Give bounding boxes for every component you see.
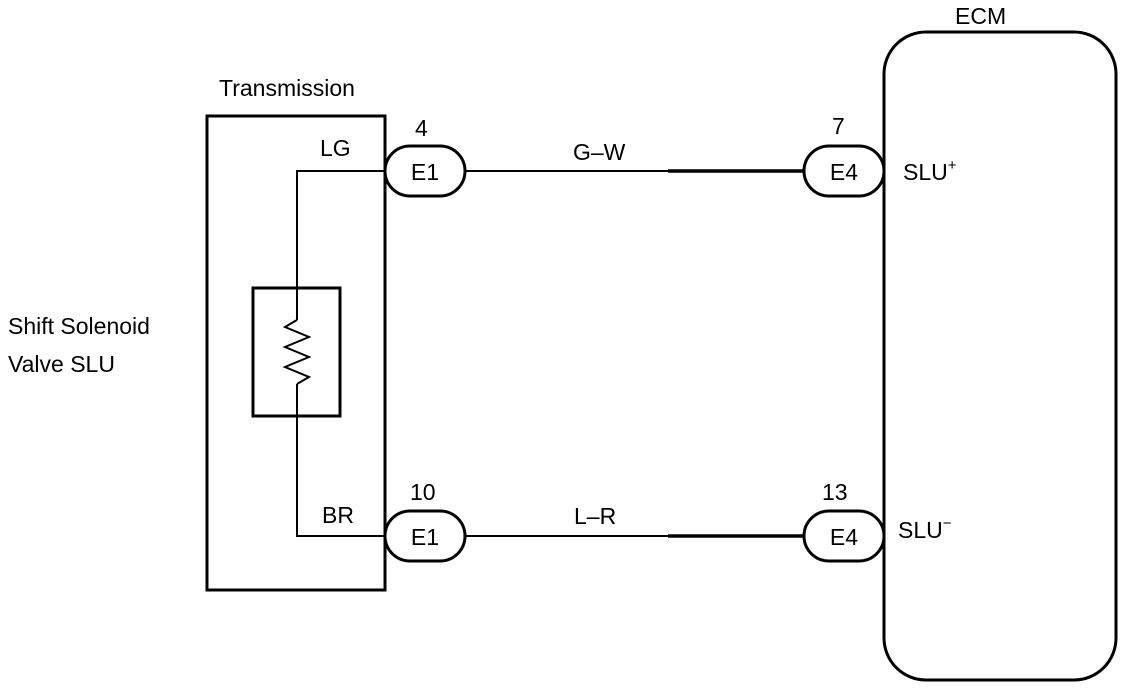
ecm-box bbox=[882, 30, 1118, 682]
ecm-terminal-slu-minus: SLU− bbox=[898, 515, 952, 543]
transmission-box bbox=[205, 114, 387, 592]
connector-e1-bottom-name: E1 bbox=[411, 524, 439, 550]
terminal-label-br: BR bbox=[322, 502, 354, 528]
connector-e1-bottom-pin: 10 bbox=[410, 479, 436, 505]
ecm-terminal-slu-plus: SLU+ bbox=[903, 157, 957, 185]
connector-e1-top: E1 bbox=[383, 144, 467, 198]
terminal-label-lg: LG bbox=[320, 135, 351, 161]
component-label-line2: Valve SLU bbox=[8, 351, 115, 377]
connector-e4-top-name: E4 bbox=[830, 159, 858, 185]
transmission-title: Transmission bbox=[219, 75, 355, 101]
component-label-line1: Shift Solenoid bbox=[8, 313, 150, 339]
connector-e1-bottom: E1 bbox=[383, 509, 467, 563]
connector-e4-bottom-pin: 13 bbox=[822, 479, 848, 505]
wire-bottom-color-label: L–R bbox=[574, 503, 616, 529]
ecm-title: ECM bbox=[955, 3, 1006, 29]
wire-top-color-label: G–W bbox=[573, 139, 626, 165]
solenoid-internal-wiring bbox=[296, 170, 385, 537]
connector-e4-bottom: E4 bbox=[802, 509, 886, 563]
connector-e1-top-name: E1 bbox=[411, 159, 439, 185]
connector-e4-top: E4 bbox=[802, 144, 886, 198]
connector-e4-top-pin: 7 bbox=[832, 113, 845, 139]
connector-e4-bottom-name: E4 bbox=[830, 524, 858, 550]
connector-e1-top-pin: 4 bbox=[415, 115, 428, 141]
solenoid-coil-symbol bbox=[251, 286, 342, 418]
